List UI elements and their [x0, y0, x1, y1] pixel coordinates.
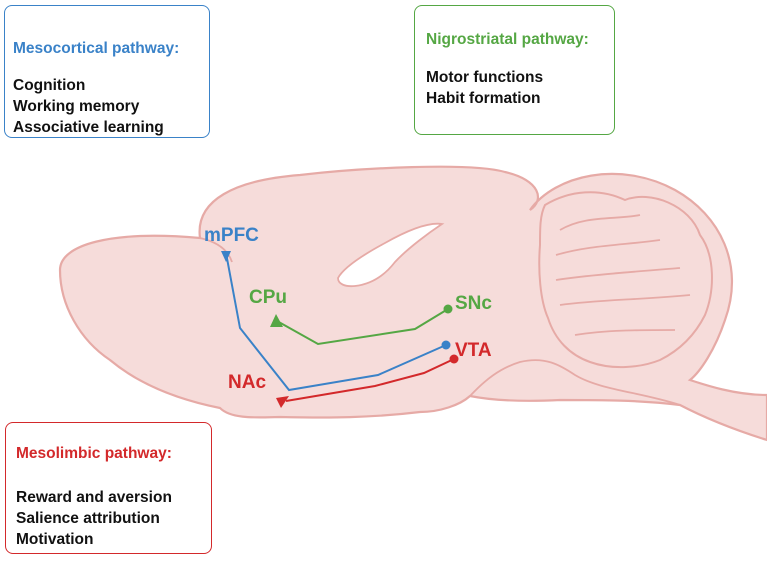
- vta-red-origin-dot: [449, 354, 459, 364]
- ventricle-shape: [337, 222, 445, 288]
- nigrostriatal-function-item: Habit formation: [426, 90, 541, 107]
- snc-origin-dot: [443, 304, 453, 314]
- nigrostriatal-pathway-title: Nigrostriatal pathway:: [426, 31, 589, 48]
- mpfc-label: mPFC: [204, 225, 259, 246]
- nigrostriatal-pathway-box: Nigrostriatal pathway: Motor functions H…: [414, 5, 615, 135]
- mesocortical-pathway-box: Mesocortical pathway: Cognition Working …: [4, 5, 210, 138]
- mesocortical-function-item: Working memory: [13, 98, 140, 115]
- mesolimbic-pathway-title: Mesolimbic pathway:: [16, 445, 172, 462]
- mpfc-terminal-arrow: [221, 251, 231, 262]
- mesocortical-function-item: Associative learning: [13, 119, 164, 136]
- cpu-label: CPu: [249, 287, 287, 308]
- nigrostriatal-functions: Motor functions Habit formation: [426, 67, 543, 109]
- cerebellum-fold-lines: [555, 214, 691, 336]
- mesolimbic-line: [285, 358, 455, 402]
- vta-label: VTA: [455, 340, 492, 361]
- vta-blue-origin-dot: [441, 340, 451, 350]
- mesocortical-function-item: Cognition: [13, 77, 86, 94]
- nigrostriatal-line: [276, 308, 449, 346]
- mesocortical-functions: Cognition Working memory Associative lea…: [13, 75, 164, 138]
- nigrostriatal-function-item: Motor functions: [426, 69, 544, 86]
- mesolimbic-pathway-box: Mesolimbic pathway: Reward and aversion …: [5, 422, 212, 554]
- brainstem-detail: [469, 359, 681, 406]
- snc-label: SNc: [455, 293, 492, 314]
- nac-label: NAc: [228, 372, 266, 393]
- frontal-sulcus: [199, 237, 233, 263]
- nac-terminal-arrow: [276, 396, 289, 408]
- mesocortical-pathway-title: Mesocortical pathway:: [13, 40, 180, 57]
- mesolimbic-function-item: Salience attribution: [16, 510, 160, 527]
- mesolimbic-function-item: Reward and aversion: [16, 489, 172, 506]
- mesocortical-pathway: [221, 251, 451, 392]
- brain-silhouette: [58, 165, 767, 442]
- cerebellum-folds: [538, 191, 713, 369]
- mesolimbic-pathway: [276, 354, 459, 408]
- nigrostriatal-pathway: [270, 304, 453, 346]
- mesolimbic-function-item: Motivation: [16, 531, 94, 548]
- mesolimbic-functions: Reward and aversion Salience attribution…: [16, 487, 172, 550]
- mesocortical-line: [225, 252, 447, 392]
- cpu-terminal-arrow: [270, 314, 283, 327]
